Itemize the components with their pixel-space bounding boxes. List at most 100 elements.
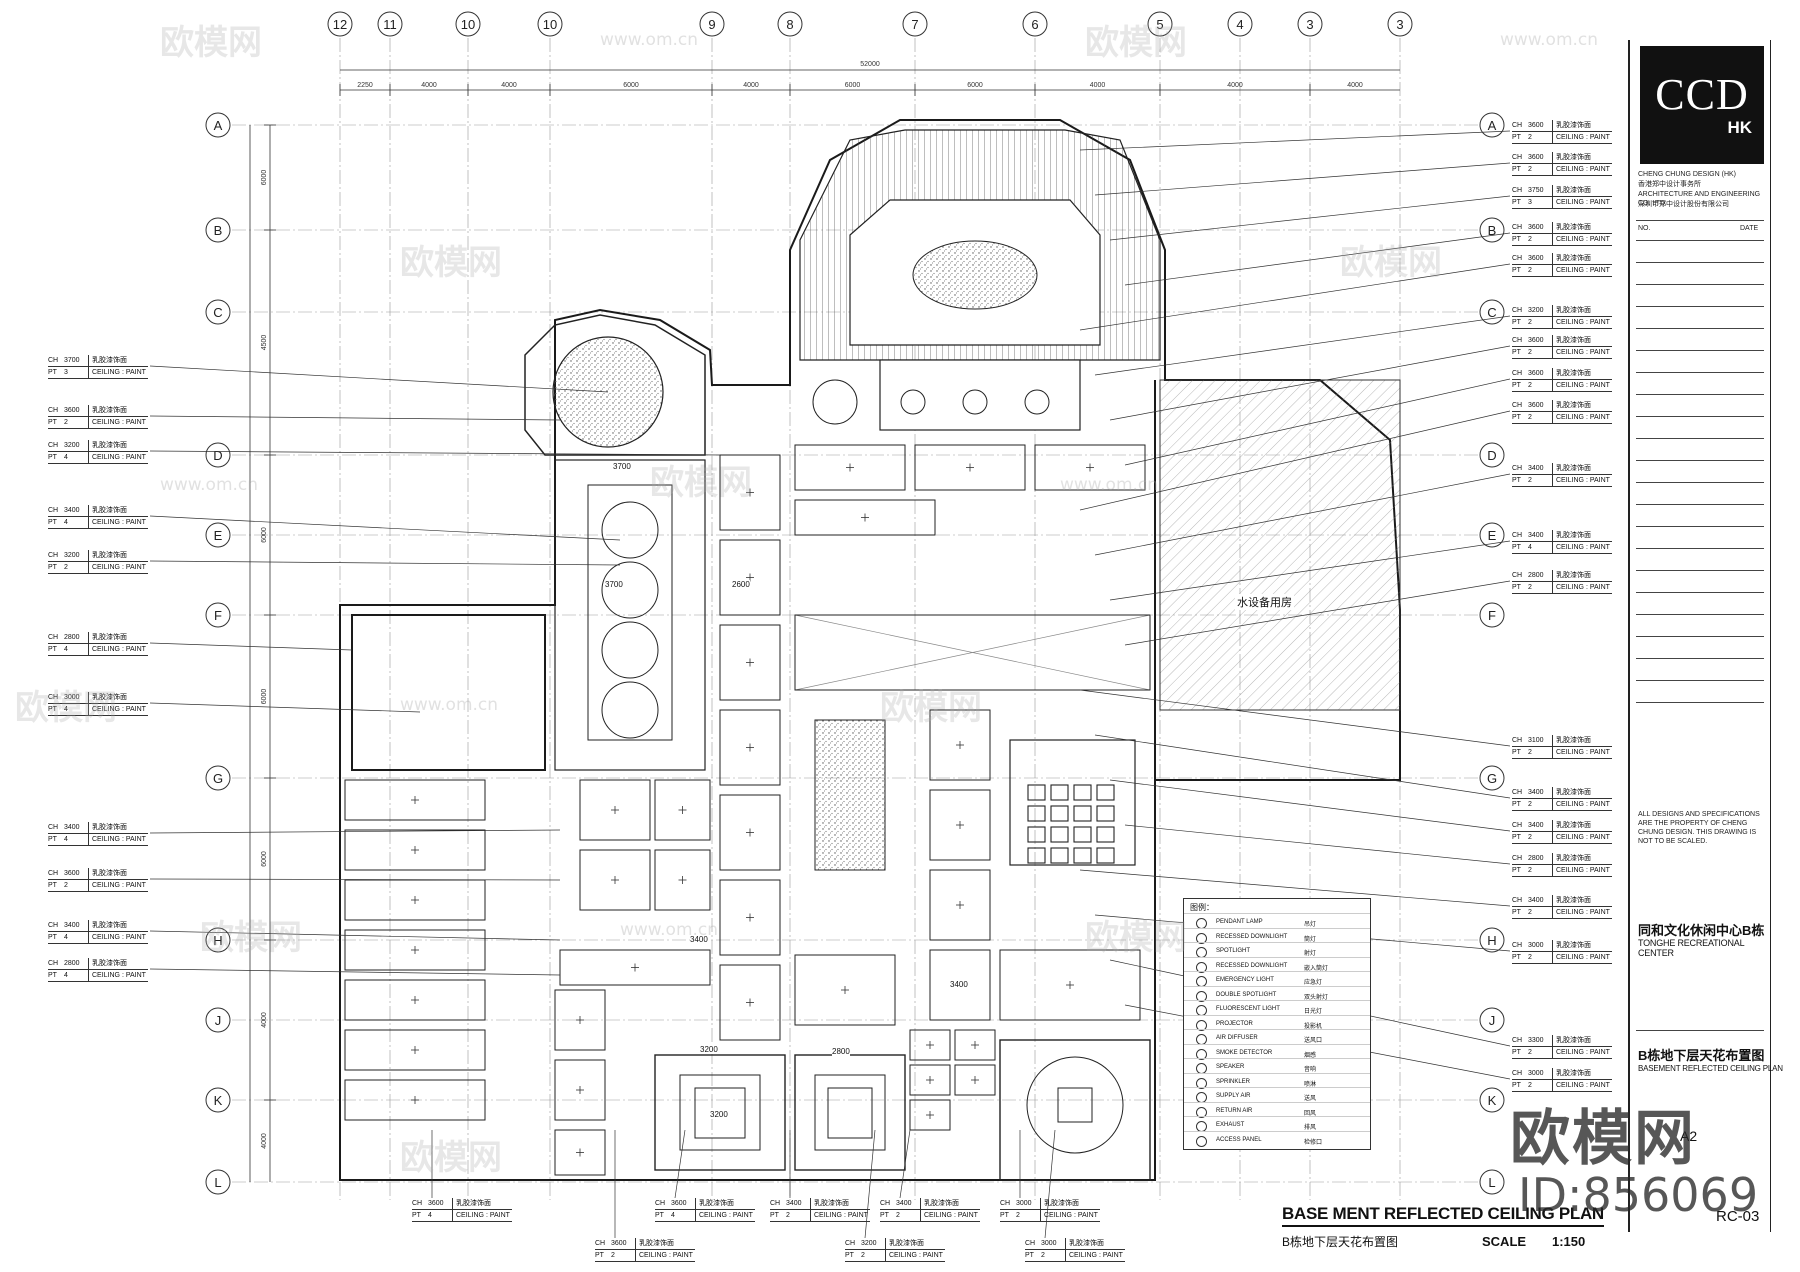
dim-left: 4500 xyxy=(261,335,268,351)
ceiling-panel xyxy=(559,949,711,986)
tag-code: CH xyxy=(1512,897,1523,904)
tag-desc: CEILING : PAINT xyxy=(1556,382,1610,389)
tag-value: 3300 xyxy=(1528,1035,1553,1046)
revision-row-rule xyxy=(1636,636,1764,637)
tag-desc: 乳胶漆饰面 xyxy=(1556,402,1591,409)
tag-value: 3600 xyxy=(64,405,89,416)
tag-desc: 乳胶漆饰面 xyxy=(92,634,127,641)
tag-leader xyxy=(149,642,353,651)
tag-leader xyxy=(674,1129,686,1199)
tag-desc: CEILING : PAINT xyxy=(699,1212,753,1219)
tag-value: 4 xyxy=(428,1210,453,1221)
legend-label-en: AIR DIFFUSER xyxy=(1216,1035,1258,1041)
tag-value: 4 xyxy=(64,644,89,655)
ceiling-panel xyxy=(794,954,896,1026)
tag-desc: CEILING : PAINT xyxy=(1556,236,1610,243)
fixture-symbol-icon xyxy=(1196,1077,1207,1089)
tag-leader xyxy=(149,365,609,393)
tag-value: 3750 xyxy=(1528,185,1553,196)
room-height-label: 3700 xyxy=(605,580,623,589)
ceiling-panel xyxy=(719,539,781,616)
tag-leader xyxy=(1079,869,1511,907)
tag-desc: CEILING : PAINT xyxy=(1069,1252,1123,1259)
tag-code: CH xyxy=(1512,532,1523,539)
tag-value: 3000 xyxy=(1528,1068,1553,1079)
grid-bubble-col xyxy=(1147,11,1173,37)
tag-desc: CEILING : PAINT xyxy=(639,1252,693,1259)
tag-code: CH xyxy=(48,442,59,449)
revision-row-rule xyxy=(1636,460,1764,461)
equipment-room-label: 水设备用房 xyxy=(1235,594,1294,610)
tag-code: CH xyxy=(1512,855,1523,862)
dim-left: 4000 xyxy=(261,1133,268,1149)
grid-label-row: C xyxy=(213,305,222,320)
tag-desc: 乳胶漆饰面 xyxy=(1556,942,1591,949)
grid-bubble-row-right xyxy=(1479,765,1505,791)
tag-code: CH xyxy=(1512,307,1523,314)
tag-desc: 乳胶漆饰面 xyxy=(92,442,127,449)
fixture-symbol-icon xyxy=(1196,1019,1207,1031)
tag-value: 3000 xyxy=(64,692,89,703)
tag-code: PT xyxy=(1512,867,1521,874)
tag-value: 3400 xyxy=(64,505,89,516)
legend-label-en: EXHAUST xyxy=(1216,1122,1245,1128)
legend-label-en: RECESSED DOWNLIGHT xyxy=(1216,933,1288,940)
ceiling-panel xyxy=(719,964,781,1041)
tag-code: PT xyxy=(1512,584,1521,591)
fixture-symbol-icon xyxy=(1196,1135,1207,1147)
revision-row-rule xyxy=(1636,482,1764,483)
coffer-cell xyxy=(1027,784,1046,801)
legend-label-cn: 检修口 xyxy=(1304,1139,1323,1146)
tag-desc: 乳胶漆饰面 xyxy=(1556,370,1591,377)
grid-bubble-row-right xyxy=(1479,1169,1505,1195)
tag-desc: CEILING : PAINT xyxy=(92,882,146,889)
grid-label-col: 3 xyxy=(1306,17,1313,32)
room-height-label: 3200 xyxy=(710,1110,728,1119)
tag-code: CH xyxy=(880,1200,891,1207)
tag-leader xyxy=(1079,410,1511,511)
legend-label-cn: 吊灯 xyxy=(1304,922,1317,928)
tag-leader xyxy=(149,515,621,541)
tag-desc: CEILING : PAINT xyxy=(1556,801,1610,808)
tag-code: CH xyxy=(48,824,59,831)
tag-desc: CEILING : PAINT xyxy=(1556,749,1610,756)
grid-label-col: 9 xyxy=(708,17,715,32)
tag-value: 3600 xyxy=(1528,368,1553,379)
tag-leader xyxy=(1079,689,1511,747)
tag-value: 3200 xyxy=(64,550,89,561)
tag-desc: CEILING : PAINT xyxy=(1556,544,1610,551)
tag-code: CH xyxy=(48,694,59,701)
grid-bubble-row xyxy=(205,217,231,243)
tag-code: PT xyxy=(1512,954,1521,961)
tag-value: 2 xyxy=(786,1210,811,1221)
grid-bubble-col xyxy=(1022,11,1048,37)
grid-label-row-right: B xyxy=(1488,223,1497,238)
grid-label-row: F xyxy=(214,608,222,623)
ceiling-panel xyxy=(554,1129,606,1176)
tag-desc: CEILING : PAINT xyxy=(92,519,146,526)
tag-leader xyxy=(1124,232,1511,286)
scale-value: 1:150 xyxy=(1552,1234,1586,1249)
grid-bubble-row xyxy=(205,442,231,468)
grid-bubble-row xyxy=(205,299,231,325)
tag-value: 3400 xyxy=(1528,820,1553,831)
grid-bubble-col xyxy=(1227,11,1253,37)
fixture-symbol-icon xyxy=(1196,976,1207,987)
tag-value: 3000 xyxy=(1041,1238,1066,1249)
tag-desc: CEILING : PAINT xyxy=(1556,1082,1610,1089)
tag-desc: CEILING : PAINT xyxy=(1556,867,1610,874)
tag-value: 2 xyxy=(64,880,89,891)
grid-label-row-right: L xyxy=(1488,1175,1495,1190)
grid-bubble-col xyxy=(327,11,353,37)
tag-code: PT xyxy=(1512,134,1521,141)
revision-row-rule xyxy=(1636,504,1764,505)
tag-desc: CEILING : PAINT xyxy=(1556,1049,1610,1056)
sheet-number: RC-03 xyxy=(1716,1208,1760,1225)
tag-value: 3600 xyxy=(1528,400,1553,411)
